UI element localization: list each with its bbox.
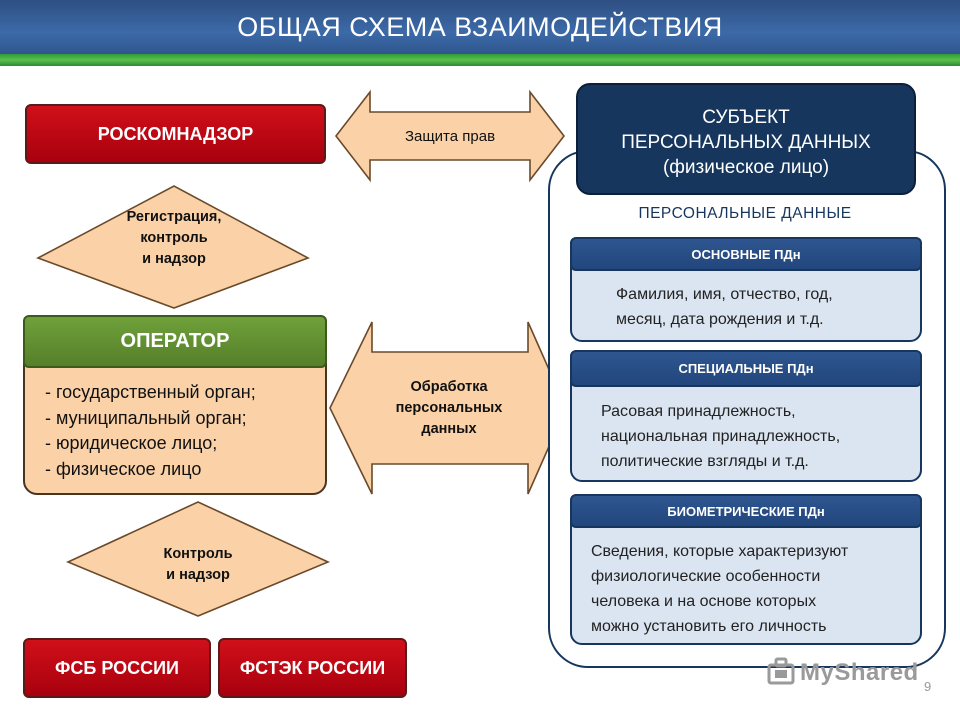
basic-pd-line: Фамилия, имя, отчество, год, <box>616 286 833 303</box>
roskomnadzor-label: РОСКОМНАДЗОР <box>97 123 254 144</box>
subject-line-2: ПЕРСОНАЛЬНЫХ ДАННЫХ <box>621 132 871 153</box>
special-pd-line: национальная принадлежность, <box>601 428 841 445</box>
page-number: 9 <box>924 679 932 694</box>
biometric-pd-line: человека и на основе которых <box>591 593 817 610</box>
biometric-pd-line: можно установить его личность <box>591 618 827 635</box>
subject-line-1: СУБЪЕКТ <box>702 107 790 128</box>
special-pd-body: Расовая принадлежность, национальная при… <box>570 370 922 482</box>
registration-line-2: контроль <box>140 230 208 246</box>
control-arrow-shape <box>66 501 330 617</box>
protection-arrow-label: Защита прав <box>404 128 496 145</box>
control-line-1: Контроль <box>163 546 233 562</box>
fstek-label: ФСТЭК РОССИИ <box>239 657 386 678</box>
operator-list: - государственный орган; - муниципальный… <box>45 380 256 482</box>
operator-header: ОПЕРАТОР <box>23 315 327 368</box>
subject-box: СУБЪЕКТ ПЕРСОНАЛЬНЫХ ДАННЫХ (физическое … <box>576 83 916 195</box>
processing-arrow-label: Обработка персональных данных <box>374 377 524 440</box>
header-accent-bar <box>0 54 960 66</box>
processing-line-2: персональных <box>395 400 503 416</box>
special-pd-line: политические взгляды и т.д. <box>601 453 809 470</box>
operator-item: - юридическое лицо; <box>45 433 218 453</box>
roskomnadzor-box: РОСКОМНАДЗОР <box>25 104 326 164</box>
fsb-box: ФСБ РОССИИ <box>23 638 211 698</box>
subject-line-3: (физическое лицо) <box>662 157 830 178</box>
basic-pd-line: месяц, дата рождения и т.д. <box>616 311 824 328</box>
fsb-label: ФСБ РОССИИ <box>55 657 179 678</box>
control-arrow-label: Контроль и надзор <box>128 544 268 586</box>
protection-arrow-shape <box>334 89 566 183</box>
registration-arrow-shape <box>36 185 310 309</box>
special-pd-header: СПЕЦИАЛЬНЫЕ ПДн <box>570 350 922 387</box>
fstek-box: ФСТЭК РОССИИ <box>218 638 407 698</box>
slide-title: ОБЩАЯ СХЕМА ВЗАИМОДЕЙСТВИЯ <box>0 0 960 54</box>
basic-pd-title: ОСНОВНЫЕ ПДн <box>691 246 801 262</box>
special-pd-line: Расовая принадлежность, <box>601 403 796 420</box>
watermark-logo-icon <box>766 656 796 686</box>
processing-line-1: Обработка <box>410 379 488 395</box>
biometric-pd-body: Сведения, которые характеризуют физиолог… <box>570 510 922 645</box>
operator-item: - государственный орган; <box>45 382 256 402</box>
biometric-pd-title: БИОМЕТРИЧЕСКИЕ ПДн <box>667 503 825 519</box>
operator-item: - муниципальный орган; <box>45 407 247 428</box>
registration-arrow-label: Регистрация, контроль и надзор <box>98 207 250 270</box>
registration-line-1: Регистрация, <box>126 209 222 225</box>
basic-pd-header: ОСНОВНЫЕ ПДн <box>570 237 922 271</box>
registration-line-3: и надзор <box>142 251 206 267</box>
processing-line-3: данных <box>421 421 477 437</box>
operator-item: - физическое лицо <box>45 458 202 479</box>
special-pd-title: СПЕЦИАЛЬНЫЕ ПДн <box>678 361 814 376</box>
biometric-pd-line: физиологические особенности <box>591 568 821 585</box>
operator-title: ОПЕРАТОР <box>120 330 230 352</box>
control-line-2: и надзор <box>166 567 230 583</box>
personal-data-title: ПЕРСОНАЛЬНЫЕ ДАННЫЕ <box>638 205 852 222</box>
watermark-text: MyShared <box>800 659 919 686</box>
biometric-pd-line: Сведения, которые характеризуют <box>591 543 849 560</box>
biometric-pd-header: БИОМЕТРИЧЕСКИЕ ПДн <box>570 494 922 528</box>
